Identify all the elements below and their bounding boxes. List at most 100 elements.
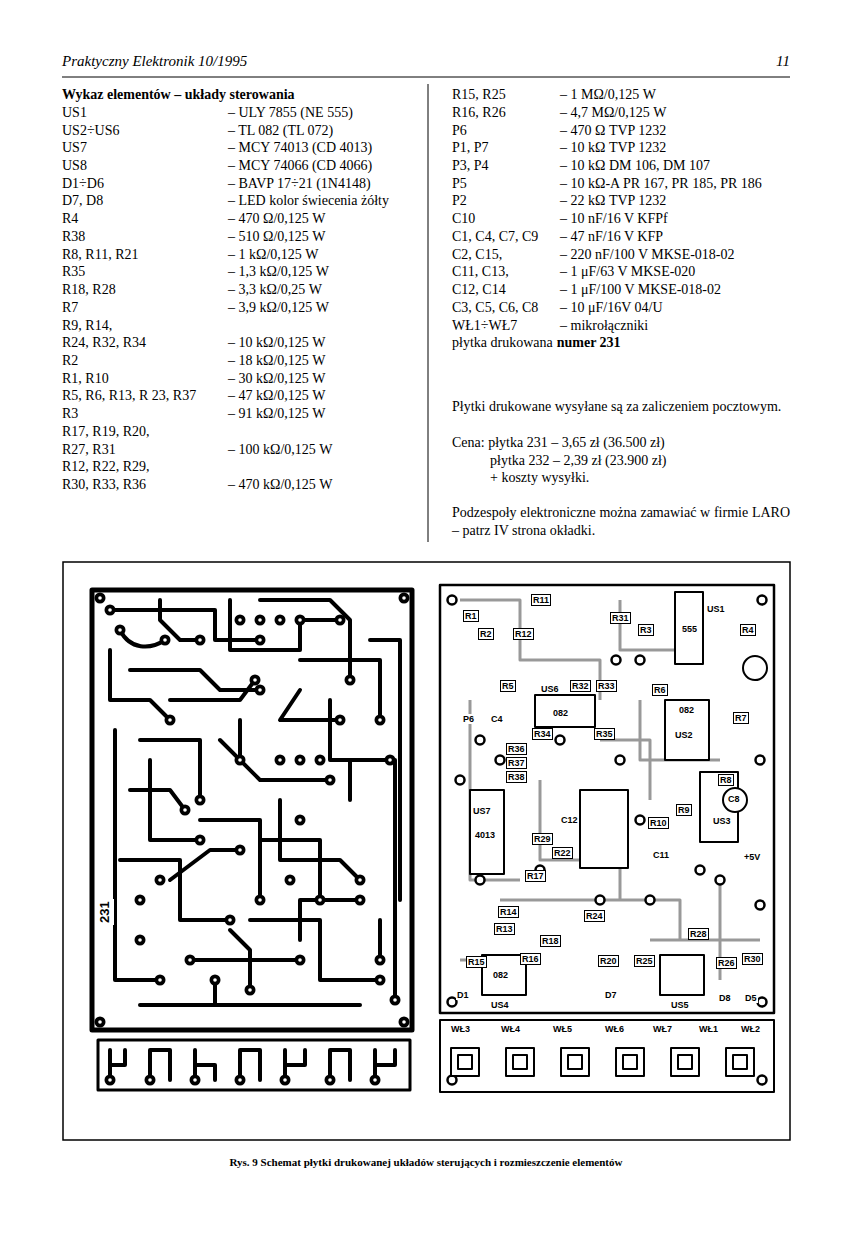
pcb-label: D5: [744, 993, 758, 1003]
part-value: – 30 kΩ/0,125 W: [228, 370, 326, 388]
part-designator: R35: [62, 263, 85, 281]
part-designator: D7, D8: [62, 192, 103, 210]
part-value: – 18 kΩ/0,125 W: [228, 352, 326, 370]
part-value: – 3,3 kΩ/0,25 W: [228, 281, 322, 299]
column-rule: [428, 84, 429, 542]
pcb-label: US3: [712, 816, 732, 826]
pcb-label: R32: [570, 680, 591, 692]
part-value: – 47 kΩ/0,125 W: [228, 387, 326, 405]
part-value: – 470 Ω TVP 1232: [560, 122, 666, 140]
part-designator: P3, P4: [452, 157, 489, 175]
pcb-label: WŁ6: [604, 1024, 625, 1034]
pcb-label: US4: [490, 1000, 510, 1010]
pcb-label: D1: [456, 990, 470, 1000]
part-value: – 220 nF/100 V MKSE-018-02: [560, 246, 735, 264]
part-designator: C3, C5, C6, C8: [452, 299, 538, 317]
pcb-label: WŁ1: [698, 1024, 719, 1034]
part-value: – 3,9 kΩ/0,125 W: [228, 299, 329, 317]
part-value: – ULY 7855 (NE 555): [228, 104, 353, 122]
pcb-label: R28: [688, 928, 709, 940]
part-designator: P5: [452, 175, 467, 193]
pcb-label: WŁ3: [450, 1024, 471, 1034]
note-text: płytka drukowana: [452, 334, 553, 352]
pcb-label: R25: [634, 955, 655, 967]
part-value: – TL 082 (TL 072): [228, 122, 333, 140]
pcb-label: US2: [674, 730, 694, 740]
pcb-label: US7: [472, 806, 492, 816]
part-value: – mikrołączniki: [560, 317, 648, 335]
pcb-label: R2: [478, 628, 494, 640]
pcb-label: 4013: [474, 830, 496, 840]
page-number: 11: [776, 52, 790, 70]
component-side: [440, 585, 774, 1092]
pcb-label: R13: [494, 923, 515, 935]
pcb-label: R6: [652, 684, 668, 696]
part-designator: R2: [62, 352, 78, 370]
pcb-label: R9: [676, 804, 692, 816]
part-value: – 47 nF/16 V KFP: [560, 228, 663, 246]
part-designator: P6: [452, 122, 467, 140]
part-designator: US8: [62, 157, 87, 175]
pcb-label: +5V: [743, 852, 761, 862]
pcb-label: R20: [598, 955, 619, 967]
pcb-label: 082: [492, 970, 509, 980]
pcb-label: R10: [648, 817, 669, 829]
price-text: płytka 232 – 2,39 zł (23.900 zł): [490, 452, 667, 470]
pcb-label: WŁ2: [740, 1024, 761, 1034]
part-designator: R27, R31: [62, 441, 116, 459]
part-value: – 1 MΩ/0,125 W: [560, 86, 656, 104]
part-designator: R24, R32, R34: [62, 334, 146, 352]
header-rule: [62, 77, 790, 78]
pcb-label: R8: [718, 774, 734, 786]
pcb-label: US6: [540, 684, 560, 694]
part-designator: US7: [62, 139, 87, 157]
part-designator: R18, R28: [62, 281, 116, 299]
part-designator: C10: [452, 210, 475, 228]
pcb-label: R29: [532, 833, 553, 845]
part-value: – 10 kΩ/0,125 W: [228, 334, 326, 352]
part-value: – 4,7 MΩ/0,125 W: [560, 104, 666, 122]
part-designator: R1, R10: [62, 370, 109, 388]
part-value: – 22 kΩ TVP 1232: [560, 192, 666, 210]
part-value: – 1,3 kΩ/0,125 W: [228, 263, 329, 281]
price-text: + koszty wysyłki.: [490, 469, 589, 487]
part-designator: US1: [62, 104, 87, 122]
part-designator: R12, R22, R29,: [62, 458, 150, 476]
pcb-label: R5: [500, 680, 516, 692]
part-designator: R8, R11, R21: [62, 246, 139, 264]
part-value: – 510 Ω/0,125 W: [228, 228, 326, 246]
pcb-label: D8: [718, 993, 732, 1003]
pcb-label: 082: [552, 708, 569, 718]
note-text: Podzespoły elektroniczne można zamawiać …: [452, 504, 790, 540]
part-value: – MCY 74013 (CD 4013): [228, 139, 372, 157]
part-value: – 470 kΩ/0,125 W: [228, 476, 333, 494]
pcb-label: R1: [463, 610, 479, 622]
pcb-label: US5: [670, 1000, 690, 1010]
copper-side: [92, 590, 412, 1090]
part-value: – 10 kΩ DM 106, DM 107: [560, 157, 710, 175]
pcb-label: R3: [638, 624, 654, 636]
pcb-label: 555: [681, 624, 698, 634]
part-designator: C2, C15,: [452, 246, 502, 264]
part-designator: R16, R26: [452, 104, 506, 122]
pcb-label: R26: [716, 957, 737, 969]
pcb-label: R37: [506, 757, 527, 769]
part-designator: R17, R19, R20,: [62, 423, 150, 441]
part-value: – 470 Ω/0,125 W: [228, 210, 326, 228]
pcb-label: R36: [506, 743, 527, 755]
part-designator: R5, R6, R13, R 23, R37: [62, 387, 196, 405]
pcb-label: R7: [733, 712, 749, 724]
part-value: – MCY 74066 (CD 4066): [228, 157, 372, 175]
part-designator: C11, C13,: [452, 263, 509, 281]
pcb-label: R4: [740, 624, 756, 636]
pcb-label: R34: [532, 728, 553, 740]
pcb-label: C12: [560, 815, 579, 825]
part-designator: R15, R25: [452, 86, 506, 104]
part-designator: R9, R14,: [62, 317, 112, 335]
pcb-label: R17: [525, 870, 546, 882]
price-text: Cena: płytka 231 – 3,65 zł (36.500 zł): [452, 434, 665, 452]
part-value: – 1 μF/63 V MKSE-020: [560, 263, 695, 281]
pcb-label: R24: [584, 910, 605, 922]
part-designator: P1, P7: [452, 139, 489, 157]
part-value: – 10 nF/16 V KFPf: [560, 210, 668, 228]
